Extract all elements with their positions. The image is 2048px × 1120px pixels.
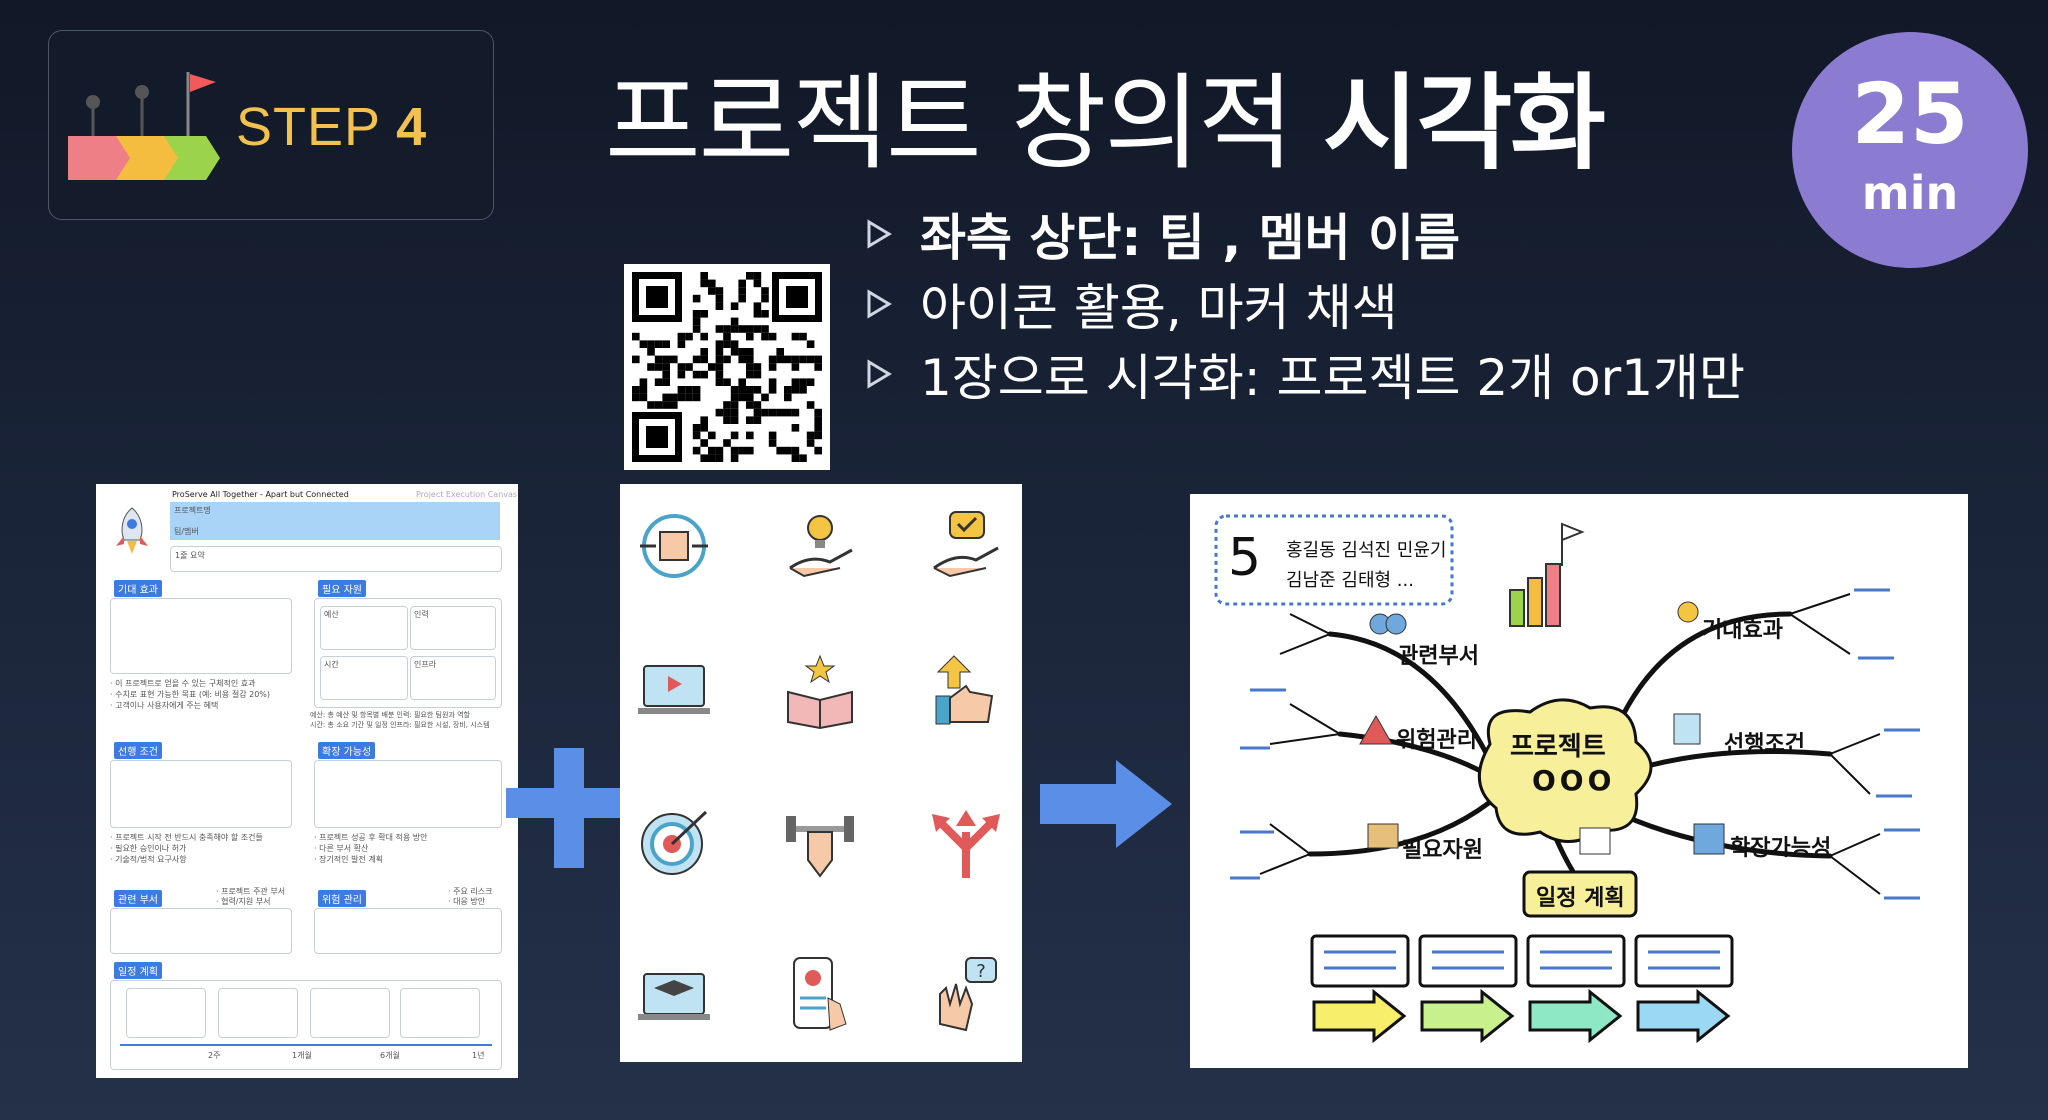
section-prereq-header: 선행 조건	[114, 742, 162, 759]
execution-canvas-template: ProServe All Together - Apart but Connec…	[96, 484, 518, 1078]
resource-cell: 인력	[410, 606, 496, 650]
section-expected-box	[110, 598, 292, 674]
section-expected-header: 기대 효과	[114, 580, 162, 597]
scal-note: · 장기적인 발전 계획	[314, 855, 384, 864]
section-schedule-header: 일정 계획	[114, 962, 162, 979]
section-resources-header: 필요 자원	[318, 580, 366, 597]
triangle-bullet-icon	[867, 289, 892, 319]
lightbulb-hand-icon	[789, 515, 853, 578]
mindmap-center-title: 프로젝트	[1510, 732, 1606, 762]
resource-cell: 예산	[320, 606, 408, 650]
timeline-axis	[120, 1044, 492, 1046]
section-related-box	[110, 908, 292, 954]
bullet-item: 1장으로 시각화: 프로젝트 2개 or1개만	[866, 338, 1745, 410]
team-members-line1: 홍길동 김석진 민윤기	[1286, 540, 1447, 561]
thumbs-up-growth-icon	[935, 655, 994, 725]
timeline-label: 1개월	[292, 1051, 312, 1060]
summary-field: 1줄 요약	[170, 546, 502, 572]
related-note: · 협력/지원 부서	[216, 897, 271, 906]
svg-text:?: ?	[976, 961, 986, 982]
resource-cell: 시간	[320, 656, 408, 700]
resource-cell: 인프라	[410, 656, 496, 700]
section-related-header: 관련 부서	[114, 890, 162, 907]
timer-value: 25	[1851, 65, 1969, 163]
expected-note: · 고객이나 사용자에게 주는 혜택	[110, 701, 219, 710]
section-scalability-box	[314, 760, 502, 828]
timeline-slot	[218, 988, 298, 1038]
timeline-label: 2주	[208, 1051, 221, 1060]
expected-note: · 이 프로젝트로 얻을 수 있는 구체적인 효과	[110, 679, 256, 688]
triangle-bullet-icon	[867, 219, 892, 249]
timer-unit: min	[1861, 166, 1959, 220]
timeline-slot	[126, 988, 206, 1038]
right-arrow-icon	[1040, 760, 1172, 848]
branch-related: 관련부서	[1398, 644, 1479, 669]
triangle-bullet-icon	[867, 359, 892, 389]
canvas-header-left: ProServe All Together - Apart but Connec…	[172, 490, 349, 499]
question-hand-icon: ?	[939, 957, 997, 1032]
scal-note: · 프로젝트 성공 후 확대 적용 방안	[314, 833, 428, 842]
puzzle-hands-icon	[640, 514, 708, 578]
timeline-slot	[400, 988, 480, 1038]
direction-arrows-icon	[932, 810, 1000, 878]
timeline-label: 6개월	[380, 1051, 400, 1060]
branch-resources: 필요자원	[1402, 838, 1483, 863]
timeline-label: 1년	[472, 1051, 485, 1060]
mindmap-example: 5 홍길동 김석진 민윤기 김남준 김태형 ... 프로젝트 OOO 관련부서 …	[1190, 494, 1968, 1068]
branch-schedule: 일정 계획	[1536, 886, 1625, 911]
section-risk-box	[314, 908, 502, 954]
bullet-item: 아이콘 활용, 마커 채색	[866, 268, 1398, 340]
target-arrow-icon	[641, 810, 708, 875]
expected-note: · 수치로 표현 가능한 목표 (예: 비용 절감 20%)	[110, 690, 271, 699]
team-members-line2: 김남준 김태형 ...	[1286, 570, 1414, 591]
section-scalability-header: 확장 가능성	[318, 742, 376, 759]
timer-badge: 25 min	[1792, 32, 2028, 268]
flag-progress-icon	[68, 72, 220, 180]
canvas-header-right: Project Execution Canvas	[416, 490, 518, 499]
risk-note: · 대응 방안	[448, 897, 486, 906]
prereq-note: · 기술적/법적 요구사항	[110, 855, 187, 864]
resource-note: 예산: 총 예산 및 항목별 배분 인력: 필요한 팀원과 역할	[310, 711, 470, 719]
chat-hand-icon	[933, 511, 999, 578]
section-prereq-box	[110, 760, 292, 828]
prereq-note: · 프로젝트 시작 전 반드시 충족해야 할 조건들	[110, 833, 263, 842]
branch-risk: 위험관리	[1396, 728, 1477, 753]
open-book-star-icon	[787, 654, 853, 730]
phone-profile-icon	[793, 957, 847, 1031]
page-title: 프로젝트 창의적 시각화	[605, 62, 1606, 184]
bullet-item: 좌측 상단: 팀 , 멤버 이름	[866, 198, 1460, 270]
icon-sheet: ?	[620, 484, 1022, 1062]
video-laptop-icon	[638, 665, 710, 714]
qr-code[interactable]	[624, 264, 830, 470]
step-label: STEP 4	[236, 97, 428, 157]
step-badge	[48, 30, 494, 220]
section-risk-header: 위험 관리	[318, 890, 366, 907]
mindmap-center-subtitle: OOO	[1532, 764, 1616, 797]
team-number: 5	[1228, 528, 1262, 588]
resource-note: 시간: 총 소요 기간 및 일정 인프라: 필요한 시설, 장비, 시스템	[310, 721, 490, 729]
plus-icon-vertical	[554, 748, 584, 868]
branch-prereq: 선행조건	[1724, 732, 1805, 757]
graduation-laptop-icon	[638, 973, 710, 1020]
mindmap-drawing	[1214, 514, 1920, 1044]
branch-scalability: 확장가능성	[1730, 836, 1832, 861]
related-note: · 프로젝트 주관 부서	[216, 887, 286, 896]
prereq-note: · 필요한 승인이나 허가	[110, 844, 187, 853]
timeline-slot	[310, 988, 390, 1038]
rocket-icon	[116, 507, 148, 554]
branch-expected: 기대효과	[1702, 618, 1783, 643]
dumbbell-hand-icon	[786, 816, 854, 878]
scal-note: · 다른 부서 확산	[314, 844, 369, 853]
risk-note: · 주요 리스크	[448, 887, 493, 896]
